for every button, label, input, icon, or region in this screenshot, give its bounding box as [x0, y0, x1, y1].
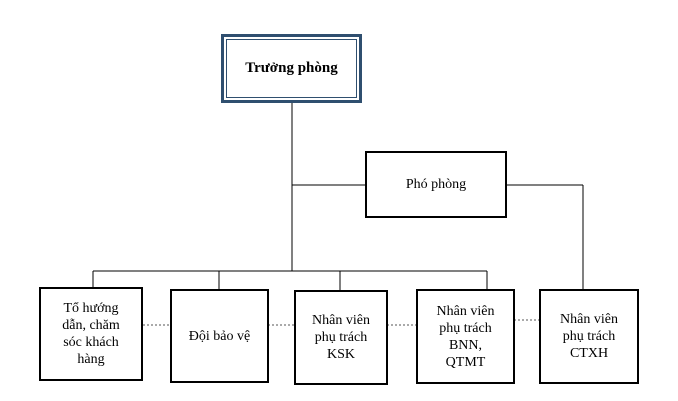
unit-line: hàng	[77, 352, 105, 367]
unit-node-nv-bnn: Nhân viên phụ trách BNN, QTMT	[416, 289, 515, 384]
unit-line: QTMT	[445, 354, 486, 370]
unit-line: phụ trách	[439, 320, 492, 336]
root-node-label: Trưởng phòng	[226, 39, 357, 98]
unit-node-doi-bao-ve: Đội bảo vệ	[170, 289, 269, 383]
deputy-node-pho-phong: Phó phòng	[365, 151, 507, 218]
unit-line: Nhân viên	[312, 313, 370, 328]
unit-node-nv-ctxh: Nhân viên phụ trách CTXH	[539, 289, 639, 384]
unit-line: phụ trách	[562, 329, 616, 344]
unit-line: Nhân viên	[560, 312, 618, 327]
root-node-truong-phong: Trưởng phòng	[221, 34, 362, 103]
unit-node-nv-ksk: Nhân viên phụ trách KSK	[294, 290, 388, 385]
unit-line: Tổ hướng	[63, 301, 119, 316]
unit-line: sóc khách	[63, 335, 119, 350]
unit-line: KSK	[326, 347, 355, 362]
unit-line: Nhân viên	[436, 303, 495, 319]
unit-node-to-huong-dan: Tổ hướng dẫn, chăm sóc khách hàng	[39, 287, 143, 381]
unit-line: Đội bảo vệ	[188, 328, 251, 344]
unit-line: CTXH	[569, 346, 609, 361]
deputy-node-label: Phó phòng	[405, 177, 467, 192]
unit-line: dẫn, chăm	[62, 318, 120, 333]
unit-line: phụ trách	[314, 330, 368, 345]
unit-line: BNN,	[448, 337, 483, 353]
